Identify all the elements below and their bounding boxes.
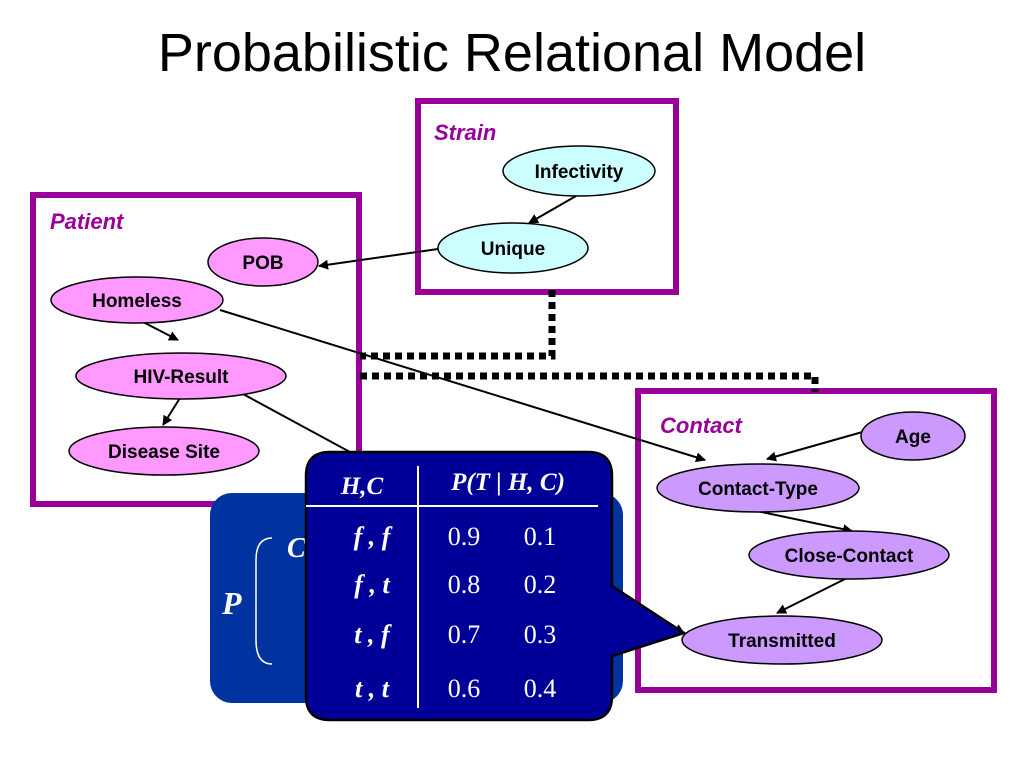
cpd-row-parents: t , f xyxy=(354,620,392,649)
node-infectivity[interactable]: Infectivity xyxy=(502,145,656,197)
node-homeless-label: Homeless xyxy=(92,291,182,312)
node-pob-label: POB xyxy=(242,253,283,274)
cpd-row-parents: f , f xyxy=(354,522,393,551)
cpd-row-p-false: 0.3 xyxy=(524,620,557,649)
cpd-row-p-true: 0.7 xyxy=(448,620,481,649)
cpd-header-parents: H,C xyxy=(340,473,384,500)
edge-homeless-hiv xyxy=(142,321,179,341)
node-transmitted[interactable]: Transmitted xyxy=(681,615,883,665)
node-transmitted-label: Transmitted xyxy=(728,631,836,652)
edge-infectivity-unique xyxy=(528,195,577,224)
cpd-row-p-false: 0.4 xyxy=(524,674,557,703)
cpd-callout: H,C P(T | H, C) f , f 0.9 0.1 f , t 0.8 … xyxy=(304,450,687,722)
slide-title: Probabilistic Relational Model xyxy=(157,23,867,83)
cpd-row-p-true: 0.8 xyxy=(448,570,481,599)
node-age-label: Age xyxy=(895,427,931,448)
cpd-row-p-false: 0.2 xyxy=(524,570,557,599)
edge-homeless-contacttype xyxy=(219,309,706,463)
node-contact-type-label: Contact-Type xyxy=(698,479,818,500)
node-pob[interactable]: POB xyxy=(207,237,319,287)
cpd-row-p-false: 0.1 xyxy=(524,522,557,551)
node-hiv-result-label: HIV-Result xyxy=(133,367,229,388)
node-disease-site-label: Disease Site xyxy=(108,442,220,463)
patient-class-label: Patient xyxy=(50,209,125,234)
node-infectivity-label: Infectivity xyxy=(535,162,624,183)
node-unique[interactable]: Unique xyxy=(437,222,589,274)
node-hiv-result[interactable]: HIV-Result xyxy=(75,352,287,400)
formula-partial-glyph: C xyxy=(287,533,306,564)
cpd-row-parents: t , t xyxy=(355,674,390,703)
slot-chain-dotted xyxy=(360,290,819,392)
strain-class-label: Strain xyxy=(434,120,496,145)
contact-class-label: Contact xyxy=(660,413,744,438)
edge-hiv-disease xyxy=(162,397,181,426)
node-close-contact-label: Close-Contact xyxy=(785,546,914,567)
cpd-header-prob: P(T | H, C) xyxy=(450,469,565,496)
cpd-row-p-true: 0.6 xyxy=(448,674,481,703)
node-close-contact[interactable]: Close-Contact xyxy=(748,530,950,580)
node-contact-type[interactable]: Contact-Type xyxy=(656,463,860,513)
cpd-row-p-true: 0.9 xyxy=(448,522,481,551)
cpd-row-parents: f , t xyxy=(354,570,390,599)
node-disease-site[interactable]: Disease Site xyxy=(68,426,260,476)
edge-contacttype-closecontact xyxy=(751,509,853,535)
node-age[interactable]: Age xyxy=(860,411,966,461)
formula-p-symbol: P xyxy=(221,585,242,621)
edge-age-contacttype xyxy=(766,430,867,462)
node-homeless[interactable]: Homeless xyxy=(50,276,224,324)
node-unique-label: Unique xyxy=(481,239,545,260)
edge-unique-pob xyxy=(318,248,439,270)
edge-closecontact-transmitted xyxy=(776,576,850,614)
